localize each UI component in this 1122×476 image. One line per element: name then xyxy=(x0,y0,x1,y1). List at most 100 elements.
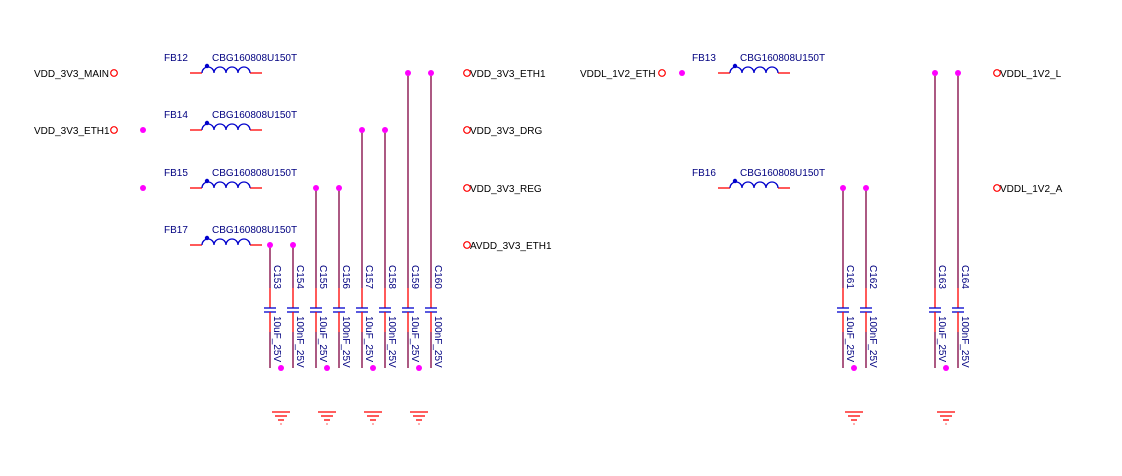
bead-part-number: CBG160808U150T xyxy=(212,110,297,121)
junction-dot xyxy=(370,365,376,371)
ferrite-bead xyxy=(190,178,262,189)
junction-dot xyxy=(140,185,146,191)
cap-value: 10uF_25V xyxy=(844,316,855,362)
capacitor xyxy=(264,245,276,368)
ground-icon xyxy=(410,411,428,425)
net-label-output: VDD_3V3_REG xyxy=(470,184,542,195)
cap-refdes: C156 xyxy=(340,265,351,289)
bead-refdes: FB15 xyxy=(164,168,188,179)
junction-dot xyxy=(428,70,434,76)
output-port[interactable] xyxy=(463,69,471,77)
cap-value: 100nF_25V xyxy=(959,316,970,368)
cap-value: 100nF_25V xyxy=(340,316,351,368)
junction-dot xyxy=(416,365,422,371)
capacitor xyxy=(402,73,414,368)
ground-icon xyxy=(364,411,382,425)
cap-value: 10uF_25V xyxy=(317,316,328,362)
bead-coil-icon xyxy=(201,238,251,246)
cap-refdes: C162 xyxy=(867,265,878,289)
bead-part-number: CBG160808U150T xyxy=(212,53,297,64)
junction-dot xyxy=(313,185,319,191)
cap-value: 100nF_25V xyxy=(294,316,305,368)
junction-dot xyxy=(932,70,938,76)
net-label-input: VDD_3V3_ETH1 xyxy=(34,126,110,137)
bead-coil-icon xyxy=(201,66,251,74)
ferrite-bead xyxy=(718,178,790,189)
input-port[interactable] xyxy=(110,69,118,77)
capacitor xyxy=(929,73,941,368)
capacitor xyxy=(287,245,299,368)
junction-dot xyxy=(840,185,846,191)
cap-value: 10uF_25V xyxy=(936,316,947,362)
cap-refdes: C164 xyxy=(959,265,970,289)
cap-value: 10uF_25V xyxy=(271,316,282,362)
ground-icon xyxy=(937,411,955,425)
junction-dot xyxy=(324,365,330,371)
bead-coil-icon xyxy=(201,123,251,131)
junction-dot xyxy=(863,185,869,191)
capacitor xyxy=(310,188,322,368)
junction-dot xyxy=(359,127,365,133)
capacitor xyxy=(356,130,368,368)
cap-refdes: C160 xyxy=(432,265,443,289)
ground-icon xyxy=(845,411,863,425)
bead-part-number: CBG160808U150T xyxy=(212,225,297,236)
cap-value: 10uF_25V xyxy=(363,316,374,362)
net-label-output: VDDL_1V2_A xyxy=(1000,184,1063,195)
cap-refdes: C153 xyxy=(271,265,282,289)
bead-refdes: FB12 xyxy=(164,53,188,64)
pin1-dot-icon xyxy=(204,120,210,126)
bead-refdes: FB14 xyxy=(164,110,188,121)
bead-part-number: CBG160808U150T xyxy=(740,53,825,64)
output-port[interactable] xyxy=(463,241,471,249)
bead-coil-icon xyxy=(729,66,779,74)
ferrite-bead xyxy=(190,120,262,131)
junction-dot xyxy=(943,365,949,371)
output-port[interactable] xyxy=(993,69,1001,77)
bead-refdes: FB17 xyxy=(164,225,188,236)
capacitor xyxy=(379,130,391,368)
pin1-dot-icon xyxy=(732,178,738,184)
cap-value: 100nF_25V xyxy=(867,316,878,368)
junction-dot xyxy=(382,127,388,133)
cap-refdes: C163 xyxy=(936,265,947,289)
output-port[interactable] xyxy=(993,184,1001,192)
pin1-dot-icon xyxy=(204,63,210,69)
components xyxy=(110,63,1001,425)
cap-refdes: C155 xyxy=(317,265,328,289)
cap-value: 10uF_25V xyxy=(409,316,420,362)
junction-dot xyxy=(336,185,342,191)
cap-value: 100nF_25V xyxy=(386,316,397,368)
capacitor xyxy=(425,73,437,368)
pin1-dot-icon xyxy=(732,63,738,69)
bead-coil-icon xyxy=(729,181,779,189)
pin1-dot-icon xyxy=(204,178,210,184)
ferrite-bead xyxy=(190,63,262,74)
input-port[interactable] xyxy=(110,126,118,134)
bead-part-number: CBG160808U150T xyxy=(740,168,825,179)
pin1-dot-icon xyxy=(204,235,210,241)
capacitor xyxy=(333,188,345,368)
ferrite-bead xyxy=(718,63,790,74)
cap-refdes: C158 xyxy=(386,265,397,289)
cap-refdes: C154 xyxy=(294,265,305,289)
ferrite-bead xyxy=(190,235,262,246)
capacitor xyxy=(952,73,964,368)
output-port[interactable] xyxy=(463,126,471,134)
input-port[interactable] xyxy=(658,69,666,77)
junction-dot xyxy=(267,242,273,248)
ground-icon xyxy=(318,411,336,425)
cap-refdes: C157 xyxy=(363,265,374,289)
junction-dot xyxy=(278,365,284,371)
net-label-input: VDDL_1V2_ETH xyxy=(580,69,656,80)
output-port[interactable] xyxy=(463,184,471,192)
cap-refdes: C161 xyxy=(844,265,855,289)
bead-part-number: CBG160808U150T xyxy=(212,168,297,179)
net-label-input: VDD_3V3_MAIN xyxy=(34,69,109,80)
junction-dot xyxy=(290,242,296,248)
capacitor xyxy=(860,188,872,368)
bead-coil-icon xyxy=(201,181,251,189)
junctions xyxy=(140,70,961,371)
